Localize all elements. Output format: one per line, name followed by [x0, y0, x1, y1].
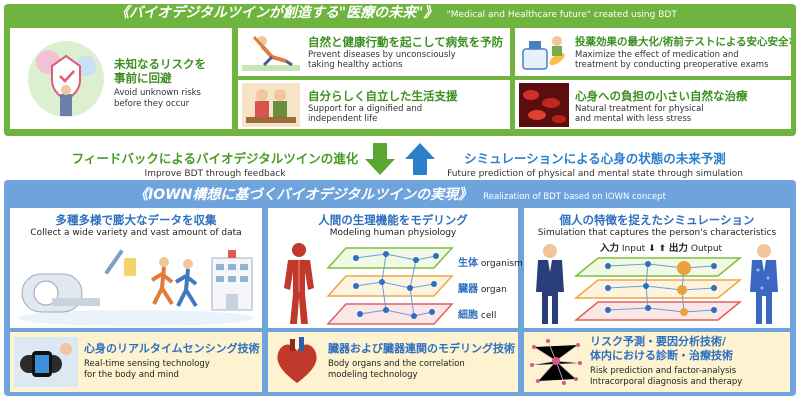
natural-treatment-jp: 心身への負担の小さい自然な治療	[575, 89, 748, 103]
avoid-risks-en-2: before they occur	[114, 99, 190, 109]
iown-title-jp: 《IOWN構想に基づくバイオデジタルツインの実現》	[134, 187, 473, 203]
wearable-sensor-illustration	[14, 337, 78, 387]
future-title-en: "Medical and Healthcare future" created …	[446, 10, 677, 20]
risk-prediction-en-2: Intracorporal diagnosis and therapy	[590, 377, 743, 387]
sensing-jp: 心身のリアルタイムセンシング技術	[84, 342, 260, 355]
iown-title-en: Realization of BDT based on IOWN concept	[483, 192, 666, 202]
card-avoid-risks: 未知なるリスクを 事前に回避 Avoid unknown risks befor…	[10, 28, 232, 129]
risk-prediction-jp-1: リスク予測・要因分析技術/	[590, 335, 727, 348]
prevent-diseases-en-2: taking healthy actions	[308, 60, 403, 70]
card-maximize-medication: 投薬効果の最大化/術前テストによる安心安全な治療 Maximize the ef…	[515, 28, 791, 76]
arrow-down-icon	[365, 143, 395, 175]
column-modeling: 人間の生理機能をモデリング Modeling human physiology …	[268, 208, 523, 328]
future-title-jp: 《バイオデジタルツインが創造する"医療の未来"》	[115, 5, 438, 21]
card-prevent-diseases: 自然と健康行動を起こして病気を予防 Prevent diseases by un…	[238, 28, 510, 76]
prediction-text: シミュレーションによる心身の状態の未来予測 Future prediction …	[440, 148, 750, 179]
prediction-en: Future prediction of physical and mental…	[447, 169, 743, 179]
arrow-up-icon	[405, 143, 435, 175]
iown-title: 《IOWN構想に基づくバイオデジタルツインの実現》 Realization of…	[0, 184, 800, 206]
risk-avoid-illustration	[28, 41, 104, 117]
card-independent-life: 自分らしく自立した生活支援 Support for a dignified an…	[238, 80, 510, 129]
avoid-risks-en-1: Avoid unknown risks	[114, 88, 201, 98]
sensing-en-1: Real-time sensing technology	[84, 359, 210, 369]
tech-organ-modeling: 臓器および臓器連関のモデリング技術 Body organs and the co…	[268, 332, 518, 392]
tech-risk-prediction: リスク予測・要因分析技術/ 体内における診断・治療技術 Risk predict…	[524, 332, 790, 392]
tech-sensing: 心身のリアルタイムセンシング技術 Real-time sensing techn…	[10, 332, 262, 392]
prevent-diseases-jp: 自然と健康行動を起こして病気を予防	[308, 35, 504, 49]
sensing-en-2: for the body and mind	[84, 370, 179, 380]
independent-life-en-1: Support for a dignified and	[308, 104, 423, 114]
person-right-illustration	[750, 244, 778, 324]
blood-cells-illustration	[519, 83, 569, 127]
column-simulation: 個人の特徴を捉えたシミュレーション Simulation that captur…	[524, 208, 790, 328]
simulation-network-diagram	[574, 257, 742, 321]
layer-organism-en: organism	[480, 259, 523, 269]
maximize-medication-jp: 投薬効果の最大化/術前テストによる安心安全な治療	[575, 36, 791, 48]
organ-modeling-jp: 臓器および臓器連関のモデリング技術	[328, 342, 515, 355]
modeling-jp: 人間の生理機能をモデリング	[318, 213, 468, 227]
collect-data-en: Collect a wide variety and vast amount o…	[30, 228, 242, 238]
feedback-en: Improve BDT through feedback	[144, 169, 286, 179]
layer-cell-en: cell	[480, 311, 497, 321]
input-arrow-icon: ⬇	[648, 244, 656, 254]
output-jp: 出力	[668, 243, 688, 254]
layer-organ-en: organ	[480, 285, 507, 295]
prediction-jp: シミュレーションによる心身の状態の未来予測	[464, 151, 726, 166]
maximize-medication-en-1: Maximize the effect of medication and	[575, 50, 739, 60]
column-collect-data: 多種多様で膨大なデータを収集 Collect a wide variety an…	[10, 208, 262, 328]
risk-prediction-en-1: Risk prediction and factor-analysis	[590, 366, 737, 376]
layer-organism-label: 生体 organism	[458, 254, 523, 269]
feedback-text: フィードバックによるバイオデジタルツインの進化 Improve BDT thro…	[70, 148, 360, 179]
natural-treatment-en-1: Natural treatment for physical	[575, 104, 704, 114]
human-body-illustration	[284, 243, 314, 324]
simulation-en: Simulation that captures the person's ch…	[537, 228, 777, 238]
layer-cell-jp: 細胞	[458, 310, 478, 321]
layer-network-diagram	[326, 247, 454, 325]
organ-modeling-en-2: modeling technology	[328, 370, 418, 380]
avoid-risks-jp-1: 未知なるリスクを	[114, 57, 206, 71]
independent-life-jp: 自分らしく自立した生活支援	[308, 89, 458, 103]
exercise-illustration	[242, 36, 300, 71]
simulation-jp: 個人の特徴を捉えたシミュレーション	[559, 213, 755, 227]
independent-life-en-2: independent life	[308, 114, 378, 124]
io-label: 入力 Input ⬇ ⬆ 出力 Output	[600, 240, 722, 254]
avoid-risks-jp-2: 事前に回避	[114, 71, 172, 85]
elderly-support-illustration	[242, 83, 300, 127]
modeling-en: Modeling human physiology	[329, 228, 457, 238]
future-title: 《バイオデジタルツインが創造する"医療の未来"》 "Medical and He…	[0, 2, 792, 24]
natural-treatment-en-2: and mental with less stress	[575, 114, 692, 124]
card-natural-treatment: 心身への負担の小さい自然な治療 Natural treatment for ph…	[515, 80, 791, 129]
data-collection-illustration	[18, 249, 254, 326]
prevent-diseases-en-1: Prevent diseases by unconsciously	[308, 50, 456, 60]
input-jp: 入力	[600, 243, 620, 254]
layer-organ-jp: 臓器	[458, 284, 478, 295]
input-en: Input	[621, 244, 646, 254]
output-en: Output	[690, 244, 723, 254]
risk-prediction-jp-2: 体内における診断・治療技術	[590, 349, 733, 362]
collect-data-jp: 多種多様で膨大なデータを収集	[55, 213, 217, 227]
organ-modeling-en-1: Body organs and the correlation	[328, 359, 465, 369]
layer-organism-jp: 生体	[458, 258, 478, 269]
layer-organ-label: 臓器 organ	[458, 280, 507, 295]
output-arrow-icon: ⬆	[658, 244, 667, 254]
person-left-illustration	[536, 244, 564, 324]
feedback-jp: フィードバックによるバイオデジタルツインの進化	[71, 151, 359, 166]
network-graph-illustration	[530, 339, 582, 385]
layer-cell-label: 細胞 cell	[458, 306, 496, 321]
medication-illustration	[522, 36, 565, 70]
heart-organ-illustration	[277, 337, 317, 383]
maximize-medication-en-2: treatment by conducting preoperative exa…	[575, 60, 769, 70]
